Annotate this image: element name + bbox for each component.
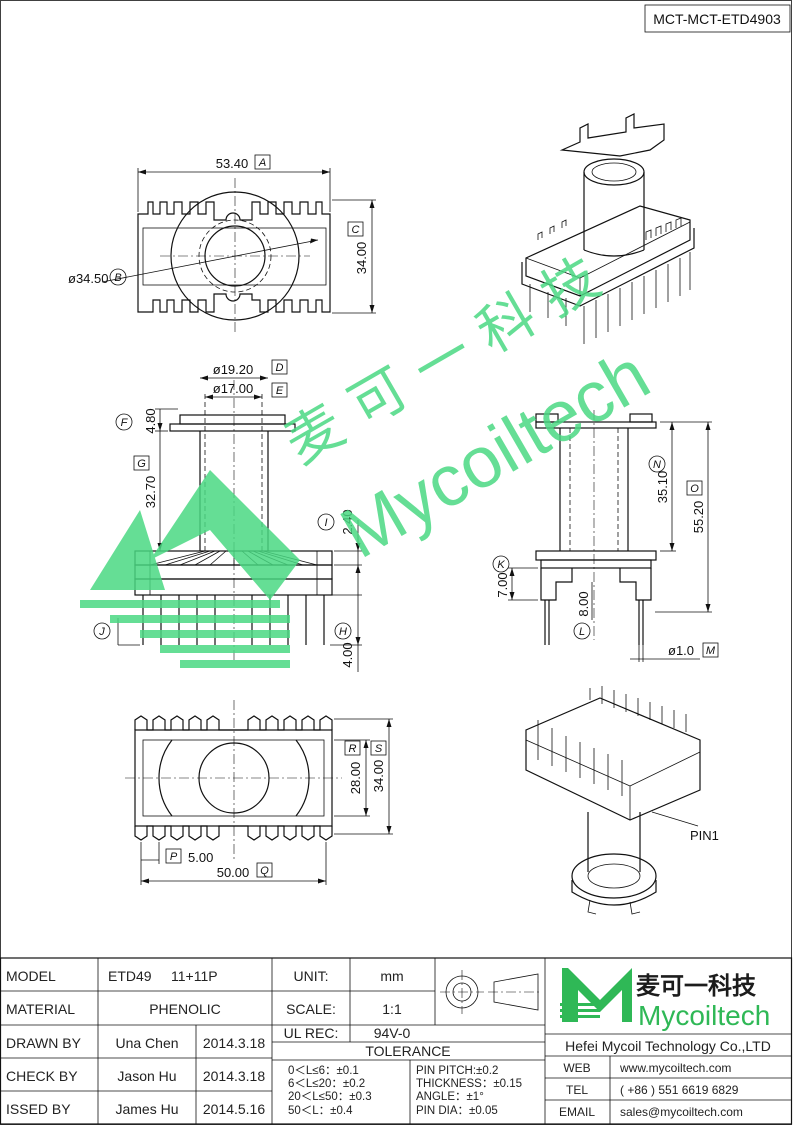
unit-value: mm (380, 968, 403, 984)
tag-k: K (497, 559, 505, 571)
tag-d: D (276, 362, 284, 374)
tag-j: J (98, 626, 105, 638)
label-check-by: CHECK BY (6, 1068, 78, 1084)
dim-pin-dia: ø1.0 (668, 643, 694, 658)
tol-left-0: 0＜L≤6：±0.1 (288, 1065, 359, 1077)
tol-right-2: ANGLE：±1° (416, 1091, 484, 1103)
tel-value: ( +86 ) 551 6619 6829 (620, 1083, 739, 1097)
tag-p: P (170, 851, 178, 863)
company-name: Hefei Mycoil Technology Co.,LTD (565, 1038, 771, 1054)
dim-top-height: 34.00 (354, 242, 369, 275)
tol-left-3: 50＜L：±0.4 (288, 1105, 353, 1117)
email-value[interactable]: sales@mycoiltech.com (620, 1105, 743, 1119)
label-issued-by: ISSED BY (6, 1101, 71, 1117)
pin1-label: PIN1 (690, 828, 719, 843)
dim-base-h: 7.00 (495, 572, 510, 597)
label-drawn-by: DRAWN BY (6, 1035, 82, 1051)
tag-s: S (375, 743, 383, 755)
side-view: 35.10 N 55.20 O 7.00 K 8.00 L ø1.0 M (492, 410, 719, 662)
label-model: MODEL (6, 968, 56, 984)
dim-top-dia: ø34.50 (68, 271, 108, 286)
model-value: ETD49 11+11P (108, 968, 218, 984)
top-view: 53.40 A 34.00 C ø34.50 B (68, 154, 376, 332)
tag-m: M (706, 645, 716, 657)
isometric-top-view (521, 113, 695, 344)
tag-o: O (690, 483, 699, 495)
tag-i: I (324, 517, 327, 529)
dim-outer-h: 34.00 (371, 760, 386, 793)
title-block: MODEL MATERIAL DRAWN BY CHECK BY ISSED B… (0, 957, 793, 1125)
tag-r: R (349, 743, 357, 755)
dim-side-total: 55.20 (691, 501, 706, 534)
tol-left-2: 20＜L≤50：±0.3 (288, 1091, 372, 1103)
web-value[interactable]: www.mycoiltech.com (619, 1061, 731, 1075)
label-tel: TEL (566, 1083, 588, 1097)
drawn-by-name: Una Chen (115, 1035, 178, 1051)
bottom-view: 28.00 R 34.00 S 5.00 P 50.00 Q (125, 700, 393, 885)
dim-side-h1: 35.10 (655, 471, 670, 504)
tag-a: A (258, 157, 266, 169)
issued-date: 2014.5.16 (203, 1101, 265, 1117)
tag-l: L (579, 626, 585, 638)
scale-value: 1:1 (382, 1001, 402, 1017)
tolerance-label: TOLERANCE (365, 1043, 450, 1059)
tag-b: B (114, 272, 121, 284)
label-email: EMAIL (559, 1105, 595, 1119)
brand-cn: 麦可一科技 (636, 972, 757, 1000)
dim-top-width: 53.40 (216, 156, 249, 171)
iso-top-ribs (537, 217, 682, 240)
iso-bottom-pins (537, 686, 687, 796)
brand-logo: 麦可一科技 Mycoiltech (560, 968, 770, 1031)
tag-h: H (339, 626, 347, 638)
check-date: 2014.3.18 (203, 1068, 265, 1084)
doc-code: MCT-MCT-ETD4903 (653, 11, 781, 27)
tag-q: Q (260, 865, 269, 877)
tag-c: C (352, 224, 360, 236)
material-value: PHENOLIC (149, 1001, 221, 1017)
doc-code-box: MCT-MCT-ETD4903 (644, 4, 791, 33)
projection-symbol-icon (440, 970, 542, 1014)
dim-flange-thk: 4.80 (143, 408, 158, 433)
iso-top-pins (529, 252, 691, 344)
scale-label: SCALE: (286, 1001, 336, 1017)
unit-label: UNIT: (294, 968, 329, 984)
dim-pin-step: 8.00 (576, 591, 591, 616)
isometric-bottom-view: PIN1 (525, 686, 719, 915)
tag-f: F (121, 417, 129, 429)
ul-value: 94V-0 (374, 1025, 411, 1041)
drawn-date: 2014.3.18 (203, 1035, 265, 1051)
ul-label: UL REC: (284, 1025, 339, 1041)
check-by-name: Jason Hu (117, 1068, 176, 1084)
dim-bottom-width: 50.00 (217, 865, 250, 880)
dim-core-dia: ø17.00 (213, 381, 253, 396)
tag-e: E (276, 385, 284, 397)
tag-g: G (137, 458, 146, 470)
dim-pin-len: 4.00 (340, 642, 355, 667)
issued-by-name: James Hu (115, 1101, 178, 1117)
tol-left-1: 6＜L≤20：±0.2 (288, 1078, 365, 1090)
tol-right-3: PIN DIA：±0.05 (416, 1105, 498, 1117)
tol-right-0: PIN PITCH:±0.2 (416, 1065, 498, 1077)
brand-en: Mycoiltech (638, 1000, 770, 1031)
dim-pitch: 5.00 (188, 850, 213, 865)
dim-flange-dia: ø19.20 (213, 362, 253, 377)
dim-base-gap: 2.40 (340, 509, 355, 534)
dim-inner-h: 28.00 (348, 762, 363, 795)
tol-right-1: THICKNESS：±0.15 (416, 1078, 522, 1090)
tag-n: N (653, 459, 661, 471)
label-material: MATERIAL (6, 1001, 75, 1017)
dim-winding-h: 32.70 (143, 476, 158, 509)
label-web: WEB (563, 1061, 590, 1075)
